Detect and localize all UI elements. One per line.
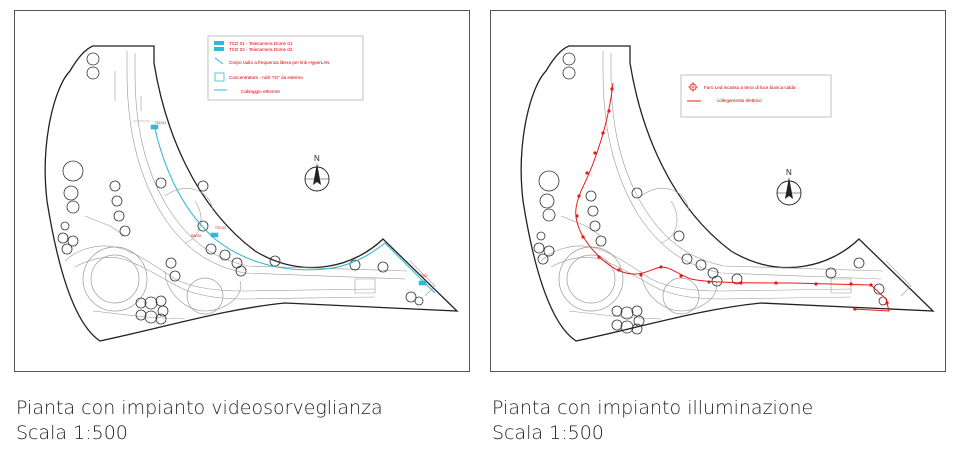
device-tag-4: TCD [421,274,428,278]
plaza-circles [558,246,700,315]
videosurveillance-plan-drawing: TCD 01 TCD 02 RADIO TCD N TCD 01 - Telec… [44,35,459,342]
cctv-devices [150,124,427,286]
lighting-fixtures [575,87,889,311]
plaza-circles [82,246,224,315]
device-tag-2: TCD 02 [215,226,226,230]
lighting-plan-drawing: N Faro Led incasso a terra di luce bianc… [520,45,935,342]
trees [57,52,424,325]
videosurveillance-plan-sheet: TCD 01 TCD 02 RADIO TCD N TCD 01 - Telec… [14,10,470,372]
device-tag-1: TCD 01 [155,121,166,125]
lighting-plan-sheet: N Faro Led incasso a terra di luce bianc… [490,10,946,372]
caption-scale: Scala 1:500 [16,422,128,444]
caption-title: Pianta con impianto illuminazione [492,397,814,419]
north-arrow-icon [304,163,330,192]
legend-tcd-01: TCD 01 - Telecamera Dome 01 [229,41,293,46]
legend-tcd-02: TCD 02 - Telecamera Dome 02 [229,47,293,52]
trees [533,52,888,335]
north-arrow-icon [776,177,802,206]
videosurveillance-caption: Pianta con impianto videosorveglianza Sc… [16,396,383,446]
site-outline [44,45,459,342]
caption-title: Pianta con impianto videosorveglianza [16,397,383,419]
legend-box [207,35,364,101]
device-tag-3: RADIO [191,234,202,238]
legend-concentratore: Concentratore - nick "IO" da esterno [229,75,303,80]
lighting-caption: Pianta con impianto illuminazione Scala … [492,396,813,446]
site-paths [64,51,436,320]
site-outline [520,45,935,342]
legend-radio: Corpo radio a frequenza libera per link … [229,60,330,65]
cctv-cable-route [154,128,436,294]
north-label: N [786,168,792,177]
legend-box [680,74,832,118]
lighting-cable-route [575,82,890,312]
north-label: N [314,154,320,163]
legend-cablaggio: Cablaggio ethernet [241,89,281,94]
legend-collegamento: collegamento elettrico [717,98,762,103]
legend-faro: Faro Led incasso a terra di luce bianca … [704,85,796,90]
caption-scale: Scala 1:500 [492,422,604,444]
